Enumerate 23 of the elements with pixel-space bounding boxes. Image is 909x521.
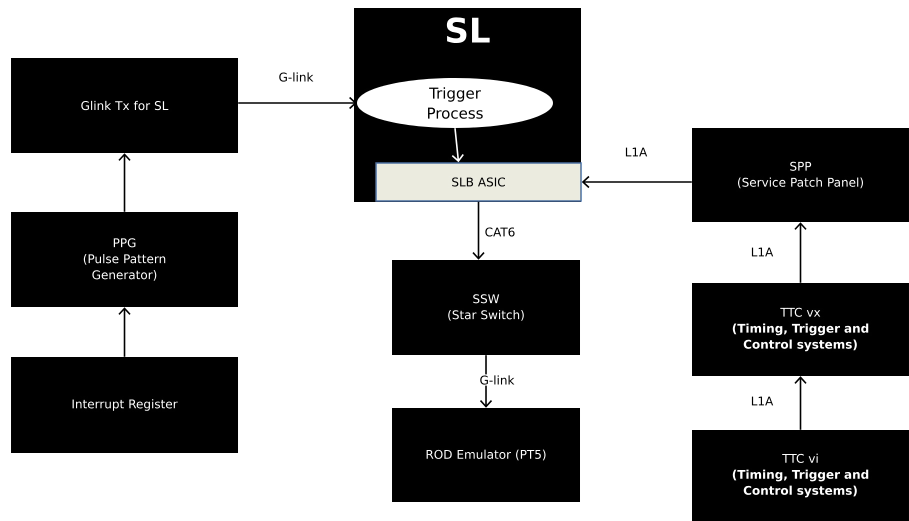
edge-label: G-link [278, 71, 314, 83]
module-box: Interrupt Register [11, 356, 238, 453]
module-box: TTC vi (Timing, Trigger and Control systems) [692, 430, 909, 521]
module-box: Glink Tx for SL [11, 58, 238, 153]
module-box: PPG (Pulse Pattern Generator) [11, 212, 238, 307]
edge-label: L1A [750, 246, 774, 258]
arrow [452, 128, 464, 162]
arrow [118, 153, 131, 212]
module-box: TTC vx (Timing, Trigger and Control systems) [692, 283, 909, 376]
module-box: ROD Emulator (PT5) [392, 408, 580, 502]
arrow [238, 96, 357, 110]
arrow [118, 307, 131, 357]
arrow [582, 176, 692, 188]
module-box: SPP (Service Patch Panel) [692, 128, 909, 222]
module-box: SSW (Star Switch) [392, 260, 580, 355]
arrow [794, 376, 807, 430]
edge-label: L1A [624, 146, 648, 158]
chip-box: SLB ASIC [375, 162, 582, 202]
edge-label: CAT6 [484, 226, 516, 238]
arrow [472, 202, 485, 260]
edge-label: L1A [750, 396, 774, 406]
arrow [794, 222, 807, 283]
edge-label: G-link [478, 374, 516, 386]
